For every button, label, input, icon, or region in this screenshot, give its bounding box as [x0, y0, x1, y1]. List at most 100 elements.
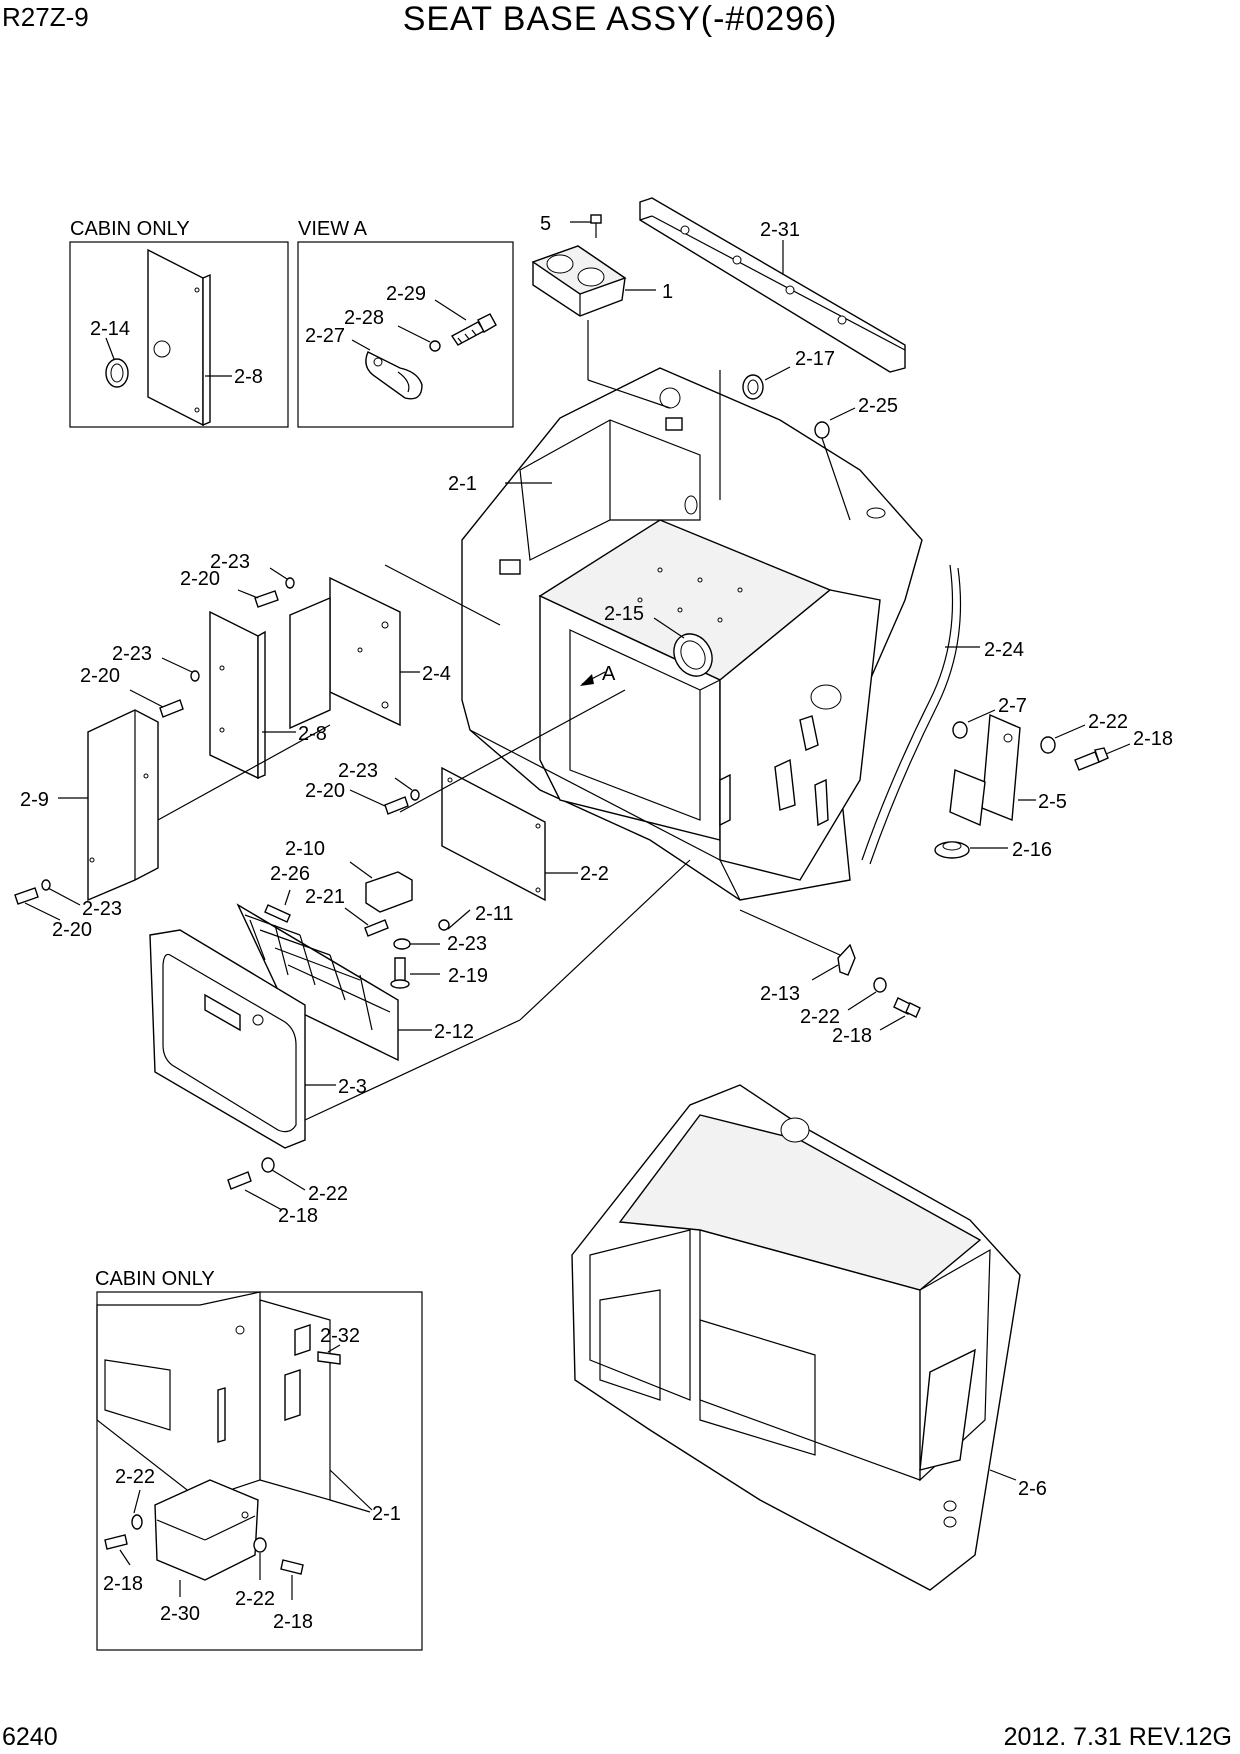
part-2-28-washer: [429, 340, 441, 352]
callout-2-3: 2-3: [338, 1076, 367, 1098]
callout-2-20-c: 2-20: [52, 919, 92, 941]
part-2-10-latch: 2-10: [285, 838, 413, 913]
view-a-marker-arrow: A: [580, 663, 616, 686]
callout-2-23-a: 2-23: [210, 551, 250, 573]
model-code: R27Z-9: [2, 2, 89, 32]
callout-2-20-d: 2-20: [305, 780, 345, 802]
cabin-only-top-frame: [69, 241, 289, 428]
callout-2-31: 2-31: [760, 219, 800, 241]
callout-2-23-b: 2-23: [112, 643, 152, 665]
part-2-25-plug: 2-25: [814, 395, 898, 521]
callout-1: 1: [662, 281, 673, 303]
fastener-set-a: 2-23 2-20: [180, 551, 295, 608]
callout-2-21: 2-21: [305, 886, 345, 908]
callout-2-11: 2-11: [475, 903, 514, 925]
frame-2-1-detail: [96, 1291, 373, 1511]
callout-2-22-bottom: 2-22: [800, 1006, 840, 1028]
callout-2-2: 2-2: [580, 863, 609, 885]
fastener-set-b: 2-23 2-20: [80, 643, 200, 718]
callout-2-30: 2-30: [160, 1603, 200, 1625]
part-2-5-bracket: 2-5: [949, 713, 1067, 827]
callout-2-17: 2-17: [795, 348, 835, 370]
callout-2-20-a: 2-20: [180, 568, 220, 590]
cabin-fastener-upper-left: 2-22 2-18: [103, 1466, 155, 1595]
part-2-11-nut: 2-11: [438, 903, 514, 931]
callout-2-9: 2-9: [20, 789, 49, 811]
callout-2-19: 2-19: [448, 965, 488, 987]
callout-2-28: 2-28: [344, 307, 384, 329]
part-2-18-bolt-right: 2-18: [1074, 728, 1173, 771]
page-title: SEAT BASE ASSY(-#0296): [402, 0, 838, 38]
callout-2-22-left: 2-22: [308, 1183, 348, 1205]
cabin-only-panel-top: CABIN ONLY 2-14 2-8: [69, 218, 289, 428]
callout-2-18-cabin-2: 2-18: [273, 1611, 313, 1633]
callout-2-23-center: 2-23: [447, 933, 487, 955]
callout-2-7: 2-7: [998, 695, 1027, 717]
part-2-16-grommet: 2-16: [934, 839, 1052, 861]
callout-2-12: 2-12: [434, 1021, 474, 1043]
callout-2-27: 2-27: [305, 325, 345, 347]
callout-2-22-cabin-2: 2-22: [235, 1588, 275, 1610]
cabin-only-bottom-heading: CABIN ONLY: [95, 1268, 215, 1290]
part-2-24-edge-seal: 2-24: [861, 564, 1024, 865]
callout-2-18-cabin-1: 2-18: [103, 1573, 143, 1595]
part-1-cup-holder: 1: [531, 245, 673, 317]
callout-2-32: 2-32: [320, 1325, 360, 1347]
part-2-29-bolt: [450, 313, 497, 346]
assembly-leader-lines: [157, 320, 691, 1121]
part-2-12-storage-net: 2-12: [236, 903, 474, 1062]
view-a-marker-label: A: [602, 663, 616, 685]
part-5-screw: 5: [540, 213, 602, 238]
callout-2-13: 2-13: [760, 983, 800, 1005]
part-2-26-screw: 2-26: [264, 863, 310, 923]
callout-2-10: 2-10: [285, 838, 325, 860]
callout-2-4: 2-4: [422, 663, 451, 685]
fastener-set-c: 2-23 2-20: [14, 879, 122, 941]
callout-2-1: 2-1: [448, 473, 477, 495]
callout-2-25: 2-25: [858, 395, 898, 417]
callout-2-22-cabin-1: 2-22: [115, 1466, 155, 1488]
callout-2-8-detail: 2-8: [234, 366, 263, 388]
callout-2-18-right: 2-18: [1133, 728, 1173, 750]
callout-2-18-left: 2-18: [278, 1205, 318, 1227]
part-2-21-pin: 2-21: [305, 886, 389, 937]
callout-2-26: 2-26: [270, 863, 310, 885]
part-2-18-bolt-bottom: 2-18: [832, 997, 921, 1047]
part-2-13-clip: 2-13: [760, 943, 856, 1005]
callout-2-1-cabin: 2-1: [372, 1503, 401, 1525]
view-a-frame: [297, 241, 514, 428]
page-number: 6240: [2, 1723, 58, 1751]
part-2-27-clamp: [365, 351, 423, 400]
callout-2-16: 2-16: [1012, 839, 1052, 861]
callout-2-5: 2-5: [1038, 791, 1067, 813]
callout-2-23-c: 2-23: [82, 898, 122, 920]
part-2-8-panel: 2-8: [209, 610, 327, 780]
part-2-9-cover: 2-9: [20, 709, 159, 902]
part-2-31-trim-bar: 2-31: [639, 197, 906, 373]
callout-2-6: 2-6: [1018, 1478, 1047, 1500]
part-2-19-screw: 2-19: [390, 957, 488, 989]
part-2-32-bolt: 2-32: [317, 1325, 360, 1365]
callout-2-22-right: 2-22: [1088, 711, 1128, 733]
part-2-3-storage-door: 2-3: [149, 929, 367, 1149]
callout-2-23-d: 2-23: [338, 760, 378, 782]
callout-2-20-b: 2-20: [80, 665, 120, 687]
callout-2-18-bottom: 2-18: [832, 1025, 872, 1047]
part-2-4-panel: 2-4: [289, 576, 451, 730]
part-2-2-access-plate: 2-2: [441, 766, 609, 902]
fastener-set-d: 2-23 2-20: [305, 760, 420, 815]
part-2-30-cover: [154, 1479, 259, 1581]
part-2-22-washer-bottom: 2-22: [800, 977, 887, 1028]
cabin-only-panel-bottom: CABIN ONLY 2-32: [95, 1268, 423, 1651]
view-a-panel: VIEW A 2-29 2-28 2-27: [297, 218, 514, 428]
cabin-only-top-heading: CABIN ONLY: [70, 218, 190, 240]
part-2-6-seat-cover: 2-6: [571, 1084, 1047, 1591]
part-2-23-washer-center: 2-23: [393, 933, 487, 955]
part-2-22-washer-right: 2-22: [1040, 711, 1128, 754]
callout-2-29: 2-29: [386, 283, 426, 305]
callout-2-14: 2-14: [90, 318, 130, 340]
callout-2-15: 2-15: [604, 603, 644, 625]
view-a-heading: VIEW A: [298, 218, 368, 240]
